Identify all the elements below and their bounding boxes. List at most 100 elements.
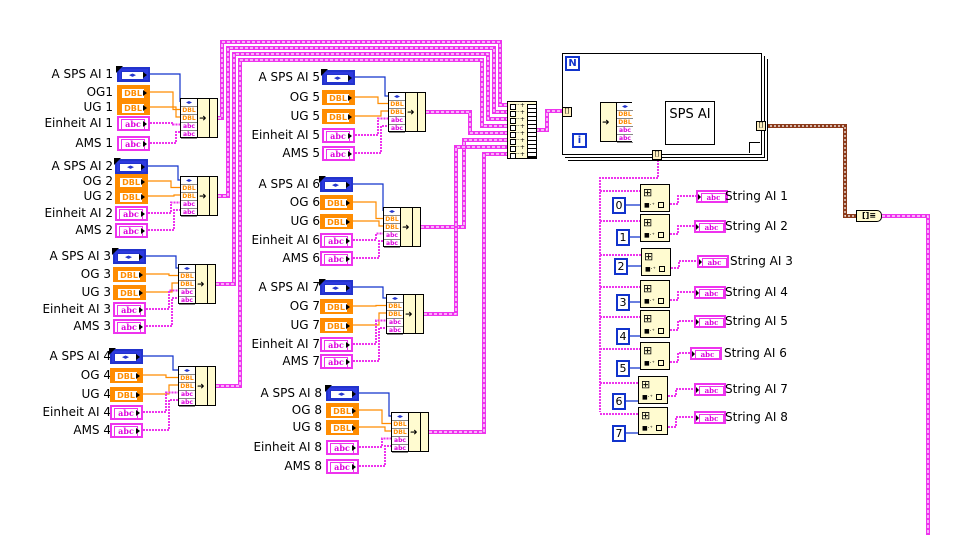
ams-control-6[interactable]: abc xyxy=(320,251,353,266)
dbl-wire-6[interactable] xyxy=(353,201,383,220)
dbl-wire-4[interactable] xyxy=(143,384,178,395)
enum-wire-6[interactable] xyxy=(353,183,384,211)
cluster-wire-2-stripe[interactable] xyxy=(218,47,507,197)
output-string-wire-7[interactable] xyxy=(668,416,694,428)
string-wire-7[interactable] xyxy=(353,319,386,345)
index-array-2[interactable]: ⊞■·⁺ xyxy=(641,248,671,276)
einheit-ai-control-1[interactable]: abc xyxy=(117,116,150,131)
og-control-3[interactable]: DBL xyxy=(113,267,146,282)
og-control-2[interactable]: DBL xyxy=(115,174,148,189)
ug-control-8[interactable]: DBL xyxy=(326,420,359,435)
ams-control-2[interactable]: abc xyxy=(115,223,148,238)
dbl-wire-3[interactable] xyxy=(146,282,178,293)
output-string-wire-5[interactable] xyxy=(670,352,690,363)
index-array-7[interactable]: ⊞■·⁺ xyxy=(638,407,668,435)
ug-control-3[interactable]: DBL xyxy=(113,285,146,300)
index-array-4[interactable]: ⊞■·⁺ xyxy=(640,310,670,338)
ug-control-1[interactable]: DBL xyxy=(117,100,150,115)
cluster-wire-1-stripe[interactable] xyxy=(218,41,507,119)
enum-wire-1[interactable] xyxy=(150,73,181,102)
a-sps-ai-control-6[interactable]: ◂▸ xyxy=(319,176,353,192)
enum-wire-4[interactable] xyxy=(143,355,178,371)
output-string-wire-0[interactable] xyxy=(670,195,696,205)
loop-count-terminal[interactable]: N xyxy=(565,56,580,71)
for-loop[interactable] xyxy=(562,53,762,155)
ams-control-5[interactable]: abc xyxy=(322,146,355,161)
cluster-wire-7-stripe[interactable] xyxy=(424,146,507,315)
string-wire-5[interactable] xyxy=(355,117,388,136)
index-constant-4[interactable]: 4 xyxy=(616,328,630,345)
ams-control-4[interactable]: abc xyxy=(110,423,143,438)
cluster-wire-6-stripe[interactable] xyxy=(421,139,507,228)
build-array[interactable]: ··+··+··+··+··+··+··+··+ xyxy=(507,101,537,159)
einheit-ai-control-5[interactable]: abc xyxy=(322,128,355,143)
string-wire-4[interactable] xyxy=(143,391,178,413)
string-wire-8[interactable] xyxy=(359,445,391,467)
og-control-7[interactable]: DBL xyxy=(320,299,353,314)
index-array-0[interactable]: ⊞■·⁺ xyxy=(640,184,670,212)
a-sps-ai-control-4[interactable]: ◂▸ xyxy=(109,348,143,364)
index-constant-2[interactable]: 2 xyxy=(614,258,628,275)
cluster-array-wire-stripe[interactable] xyxy=(766,125,857,217)
string-indicator-3[interactable]: abc xyxy=(697,255,729,268)
string-wire-8[interactable] xyxy=(359,437,391,448)
einheit-ai-control-3[interactable]: abc xyxy=(113,302,146,317)
string-indicator-6[interactable]: abc xyxy=(690,347,722,360)
og-control-5[interactable]: DBL xyxy=(322,90,355,105)
index-array-6[interactable]: ⊞■·⁺ xyxy=(638,376,668,404)
string-wire-6[interactable] xyxy=(353,240,383,259)
index-constant-3[interactable]: 3 xyxy=(616,294,630,311)
einheit-ai-control-7[interactable]: abc xyxy=(320,337,353,352)
dbl-wire-5[interactable] xyxy=(355,96,388,105)
string-wire-7[interactable] xyxy=(353,327,386,362)
index-array-1[interactable]: ⊞■·⁺ xyxy=(640,214,670,242)
string-wire-4[interactable] xyxy=(143,399,178,431)
a-sps-ai-control-1[interactable]: ◂▸ xyxy=(116,66,150,82)
string-wire-6[interactable] xyxy=(353,232,383,241)
enum-wire-3[interactable] xyxy=(146,255,178,269)
einheit-ai-control-4[interactable]: abc xyxy=(110,405,143,420)
string-wire-1[interactable] xyxy=(150,131,180,144)
string-indicator-1[interactable]: abc xyxy=(696,190,728,203)
ams-control-8[interactable]: abc xyxy=(326,459,359,474)
cluster-wire-4-stripe[interactable] xyxy=(216,59,507,387)
string-array-bus[interactable] xyxy=(599,160,659,412)
enum-wire-5[interactable] xyxy=(355,76,388,97)
enum-wire-7[interactable] xyxy=(353,286,386,299)
einheit-ai-control-2[interactable]: abc xyxy=(115,206,148,221)
string-wire-5[interactable] xyxy=(355,125,388,154)
string-wire-2[interactable] xyxy=(148,209,180,231)
spreadsheet-string-wire-stripe[interactable] xyxy=(882,215,929,535)
og-control-4[interactable]: DBL xyxy=(110,368,143,383)
string-indicator-8[interactable]: abc xyxy=(694,411,726,424)
index-constant-0[interactable]: 0 xyxy=(612,197,626,214)
cluster-wire-5-stripe[interactable] xyxy=(426,111,507,134)
cluster-wire-8-stripe[interactable] xyxy=(429,153,507,433)
array-to-spreadsheet[interactable]: []≡ xyxy=(856,210,882,222)
dbl-wire-6[interactable] xyxy=(353,220,383,227)
og-control-1[interactable]: DBL xyxy=(117,85,150,100)
ug-control-4[interactable]: DBL xyxy=(110,387,143,402)
a-sps-ai-control-3[interactable]: ◂▸ xyxy=(112,248,146,264)
ams-control-7[interactable]: abc xyxy=(320,354,353,369)
ug-control-7[interactable]: DBL xyxy=(320,318,353,333)
dbl-wire-8[interactable] xyxy=(359,426,391,432)
dbl-wire-5[interactable] xyxy=(355,110,388,117)
index-constant-7[interactable]: 7 xyxy=(612,425,626,442)
string-indicator-2[interactable]: abc xyxy=(694,220,726,233)
output-string-wire-2[interactable] xyxy=(671,260,697,269)
cluster-wire-8[interactable] xyxy=(429,152,507,434)
string-indicator-5[interactable]: abc xyxy=(694,315,726,328)
array-wire-to-loop-stripe[interactable] xyxy=(536,110,563,131)
dbl-wire-8[interactable] xyxy=(359,409,391,425)
index-constant-6[interactable]: 6 xyxy=(612,393,626,410)
cluster-wire-5[interactable] xyxy=(426,110,507,135)
string-wire-3[interactable] xyxy=(146,289,178,310)
dbl-wire-2[interactable] xyxy=(148,194,180,197)
